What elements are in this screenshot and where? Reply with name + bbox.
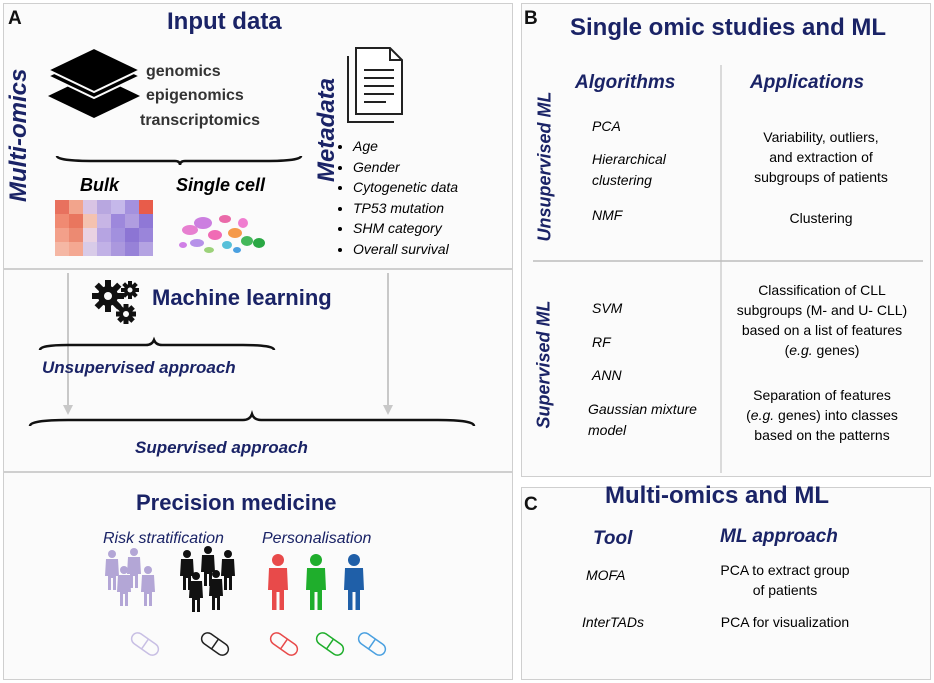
- people-icons: [105, 546, 387, 656]
- algo-svm: SVM: [592, 300, 623, 316]
- app-line: Classification of CLL: [758, 282, 886, 298]
- unsup-app-clustering: Clustering: [789, 210, 853, 226]
- algo-ann: ANN: [592, 367, 622, 383]
- algo-pca: PCA: [592, 118, 621, 134]
- panel-b-title: Single omic studies and ML: [570, 14, 887, 41]
- algo-hierarchical: Hierarchical clustering: [592, 151, 666, 188]
- app-line: Variability, outliers,: [763, 129, 879, 145]
- approach-line: of patients: [752, 582, 818, 598]
- machine-learning-title: Machine learning: [152, 285, 332, 310]
- sup-app-classification: Classification of CLL subgroups (M- and …: [722, 280, 922, 360]
- app-line: Separation of features: [753, 387, 891, 403]
- omics-brace: [55, 155, 303, 166]
- layer-transcriptomics: transcriptomics: [140, 112, 261, 129]
- layer-genomics: genomics: [146, 63, 221, 80]
- single-cell-umap: [179, 215, 265, 253]
- metadata-item: SHM category: [353, 218, 458, 239]
- app-line: (e.g. genes): [784, 342, 860, 358]
- multi-omics-label: Multi-omics: [5, 68, 32, 202]
- sup-app-separation: Separation of features (e.g. genes) into…: [722, 385, 922, 445]
- metadata-item: Gender: [353, 157, 458, 178]
- algo-nmf: NMF: [592, 207, 623, 223]
- tool-mofa: MOFA: [586, 567, 626, 583]
- algo-rf: RF: [592, 334, 611, 350]
- eg-text: e.g.: [750, 407, 775, 423]
- eg-text: e.g.: [789, 342, 813, 358]
- panel-a-ml: [3, 269, 513, 472]
- metadata-item: TP53 mutation: [353, 198, 458, 219]
- approach-mofa: PCA to extract group of patients: [695, 560, 875, 600]
- omics-layers-icon: [45, 46, 143, 118]
- unsup-app-variability: Variability, outliers, and extraction of…: [728, 127, 914, 187]
- bulk-heatmap: [55, 200, 153, 256]
- app-line: and extraction of: [769, 149, 873, 165]
- metadata-list: Age Gender Cytogenetic data TP53 mutatio…: [335, 136, 458, 259]
- app-line: (e.g. genes) into classes: [746, 407, 898, 423]
- panel-a-label: A: [8, 8, 22, 29]
- panel-c-title: Multi-omics and ML: [605, 482, 829, 509]
- app-text: genes): [812, 342, 860, 358]
- app-line: subgroups (M- and U- CLL): [736, 302, 908, 318]
- app-line: based on the patterns: [754, 427, 890, 443]
- metadata-item: Age: [353, 136, 458, 157]
- document-icon: [347, 47, 403, 123]
- panel-c-label: C: [524, 494, 538, 515]
- supervised-ml-label: Supervised ML: [533, 300, 554, 429]
- precision-medicine-title: Precision medicine: [136, 490, 337, 515]
- unsupervised-brace: [38, 336, 276, 351]
- col-tool: Tool: [593, 528, 633, 549]
- tool-intertads: InterTADs: [582, 614, 644, 630]
- metadata-item: Overall survival: [353, 239, 458, 260]
- approach-intertads: PCA for visualization: [720, 614, 850, 630]
- approach-line: PCA to extract group: [720, 562, 850, 578]
- app-line: based on a list of features: [741, 322, 903, 338]
- col-ml-approach: ML approach: [720, 526, 838, 547]
- panel-c: [521, 487, 931, 680]
- personalisation-label: Personalisation: [262, 530, 372, 547]
- supervised-brace: [28, 410, 476, 427]
- gears-icon: [92, 280, 139, 324]
- panel-b: [521, 3, 931, 477]
- input-data-title: Input data: [167, 8, 282, 35]
- app-text: genes) into classes: [774, 407, 898, 423]
- single-cell-label: Single cell: [176, 175, 266, 195]
- app-line: subgroups of patients: [754, 169, 888, 185]
- algo-gmm: Gaussian mixture model: [588, 401, 697, 438]
- panel-a-precision: [3, 472, 513, 680]
- col-algorithms: Algorithms: [575, 72, 676, 93]
- unsupervised-approach-label: Unsupervised approach: [42, 358, 236, 377]
- panel-b-label: B: [524, 8, 538, 29]
- unsupervised-ml-label: Unsupervised ML: [534, 91, 555, 242]
- col-applications: Applications: [750, 72, 865, 93]
- panel-b-dividers: [533, 65, 923, 473]
- supervised-approach-label: Supervised approach: [135, 438, 308, 457]
- flow-arrows: [63, 273, 393, 415]
- bulk-label: Bulk: [80, 175, 120, 195]
- metadata-item: Cytogenetic data: [353, 177, 458, 198]
- layer-epigenomics: epigenomics: [146, 87, 244, 104]
- risk-stratification-label: Risk stratification: [103, 530, 224, 547]
